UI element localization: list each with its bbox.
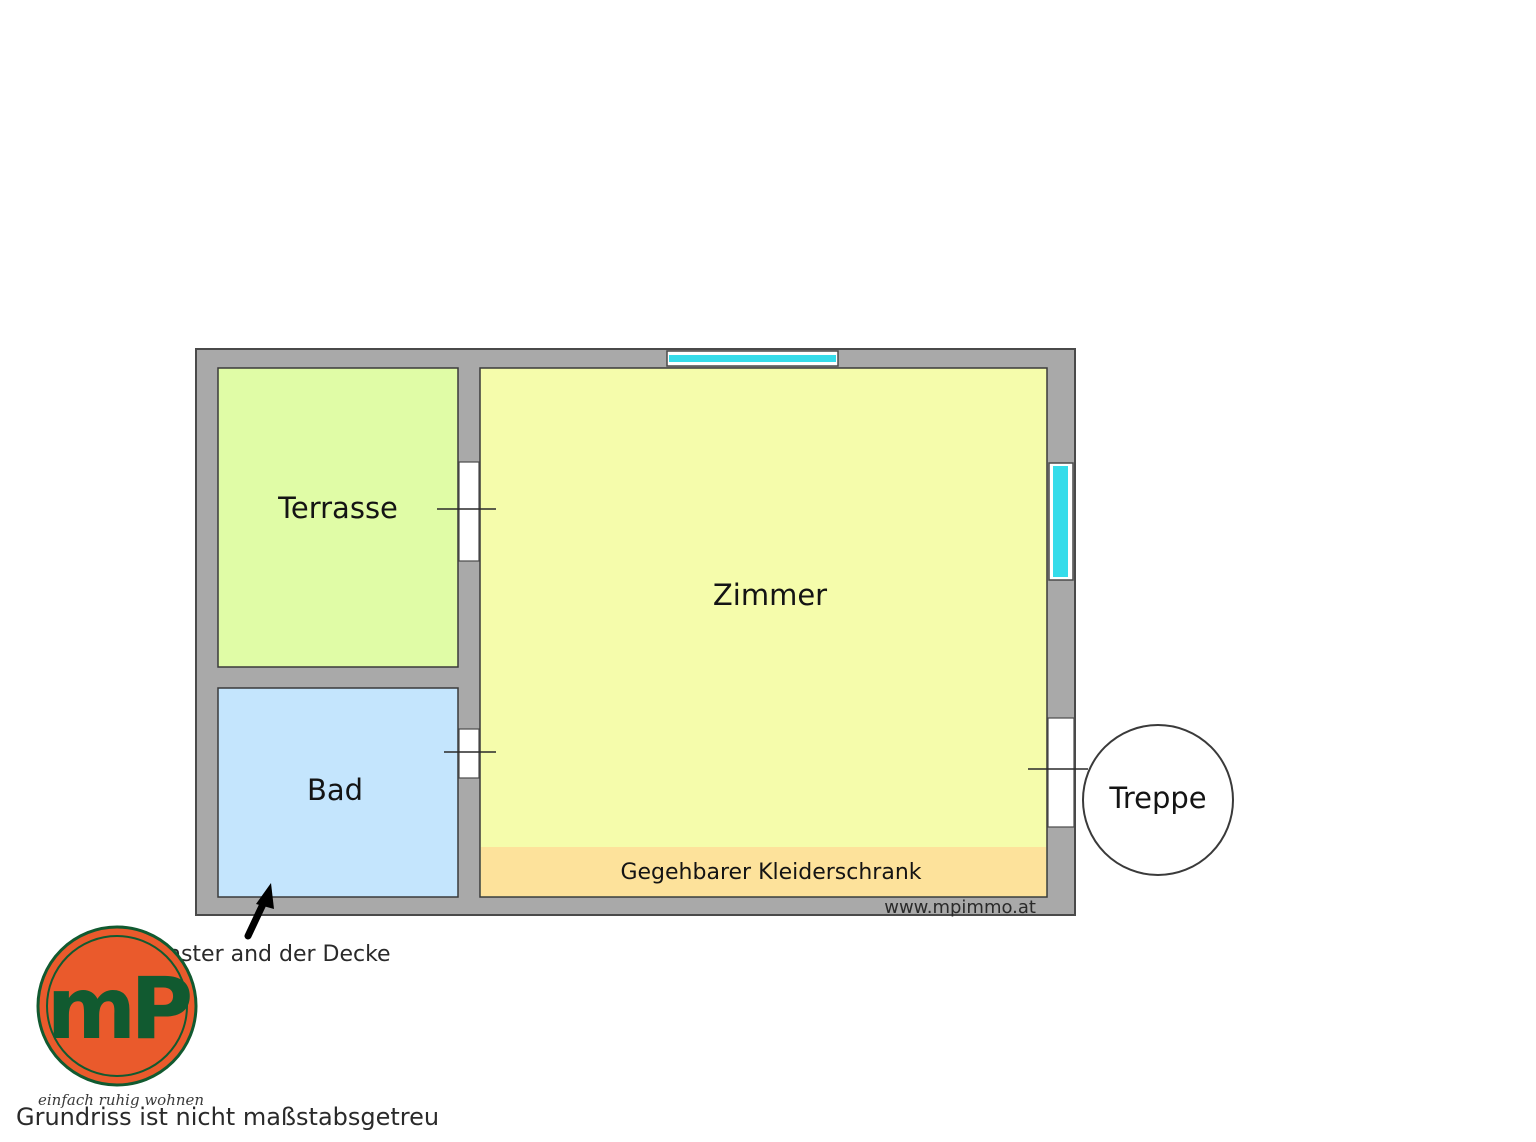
window-top	[666, 350, 839, 367]
door-treppe	[1028, 717, 1088, 828]
label-terrasse: Terrasse	[277, 491, 398, 525]
door-terrasse	[437, 461, 496, 562]
window-right	[1048, 462, 1074, 581]
mp-logo: mP	[36, 925, 198, 1087]
label-kleiderschrank: Gegehbarer Kleiderschrank	[620, 860, 921, 885]
label-bad: Bad	[307, 773, 363, 807]
website-label: www.mpimmo.at	[884, 897, 1036, 918]
note-fenster: nster and der Decke	[167, 942, 391, 967]
room-zimmer	[479, 367, 1048, 898]
room-terrasse	[217, 367, 459, 668]
logo-letters: mP	[47, 959, 191, 1059]
label-zimmer: Zimmer	[713, 578, 827, 612]
room-kleiderschrank	[481, 847, 1046, 896]
disclaimer: Grundriss ist nicht maßstabsgetreu	[16, 1103, 439, 1131]
door-bad	[444, 728, 496, 779]
arrow-icon	[244, 883, 274, 940]
label-treppe: Treppe	[1108, 781, 1206, 815]
logo-slogan: einfach ruhig wohnen	[38, 1091, 204, 1109]
room-bad	[217, 687, 459, 898]
treppe-circle	[1082, 724, 1234, 876]
